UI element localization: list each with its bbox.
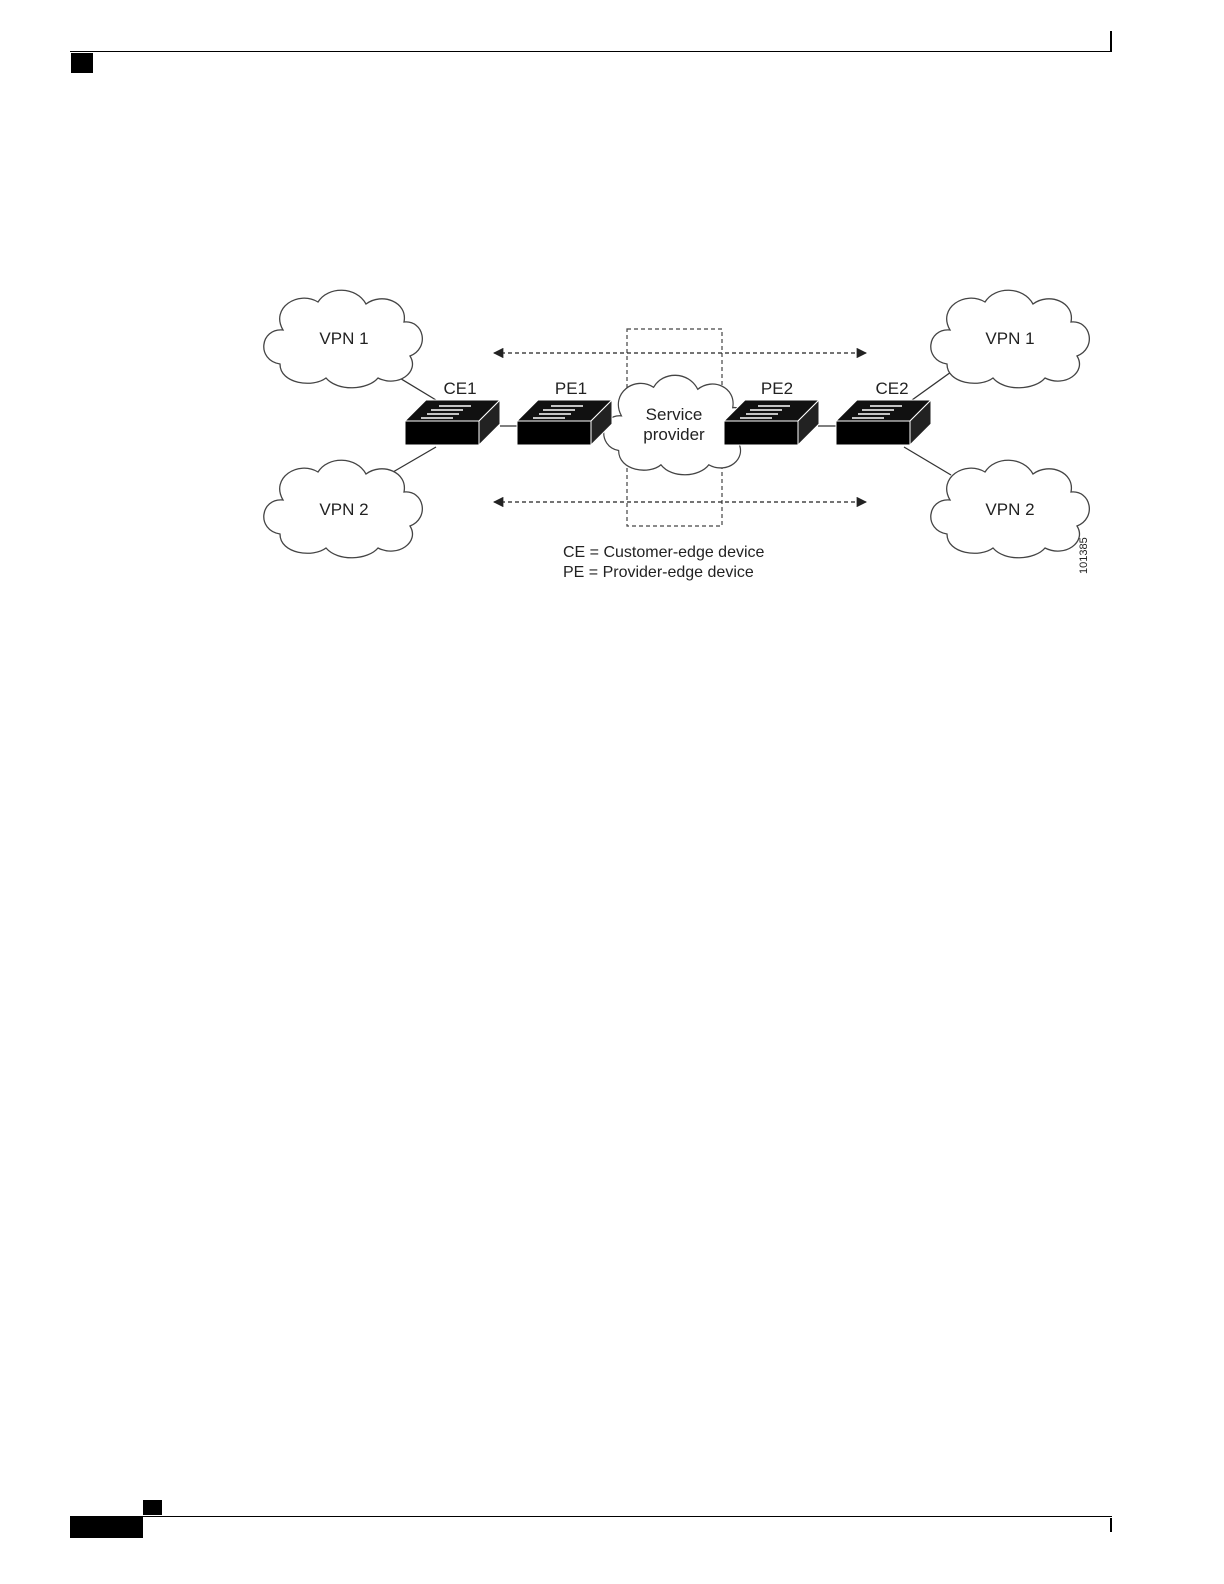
cloud-vpn1-right-label: VPN 1 <box>985 329 1034 348</box>
switch-pe1-icon <box>517 400 612 445</box>
switch-pe2-icon <box>724 400 819 445</box>
footer-tick <box>1110 1518 1112 1532</box>
label-pe1: PE1 <box>555 379 587 398</box>
switch-ce1-icon <box>405 400 500 445</box>
footer-tab-marker <box>143 1500 162 1515</box>
footer-bar-marker <box>70 1517 143 1538</box>
label-ce2: CE2 <box>875 379 908 398</box>
switch-ce2-icon <box>836 400 931 445</box>
cloud-vpn2-right-label: VPN 2 <box>985 500 1034 519</box>
legend-pe: PE = Provider-edge device <box>563 564 754 581</box>
figure-id: 101385 <box>1078 537 1090 574</box>
cloud-vpn2-left-label: VPN 2 <box>319 500 368 519</box>
footer-rule <box>70 1516 1112 1517</box>
label-ce1: CE1 <box>443 379 476 398</box>
cloud-vpn1-left-label: VPN 1 <box>319 329 368 348</box>
legend-ce: CE = Customer-edge device <box>563 544 765 561</box>
service-provider-label-1: Service <box>646 405 703 424</box>
service-provider-label-2: provider <box>643 425 705 444</box>
label-pe2: PE2 <box>761 379 793 398</box>
